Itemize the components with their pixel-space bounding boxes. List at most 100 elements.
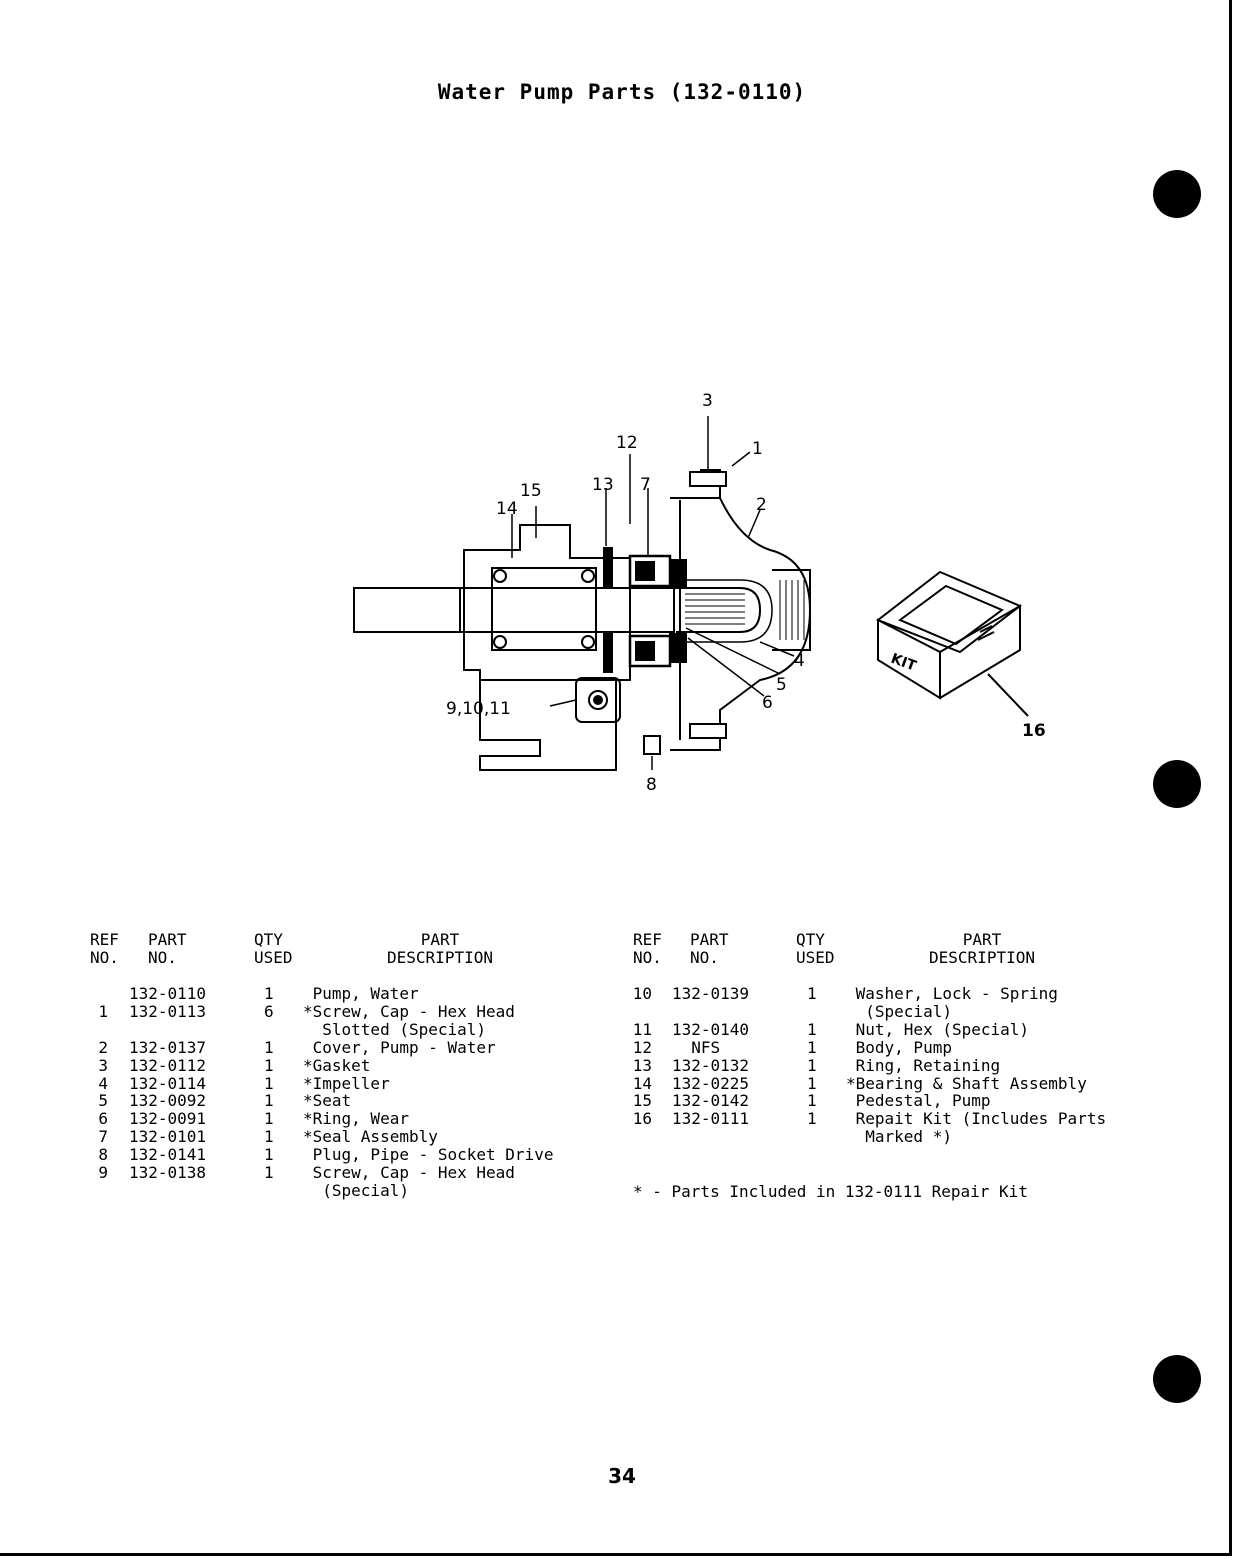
pump-exploded-diagram: KIT 3 1 2 4 5 6 7 8 9,10,11 12 13 14 15 … — [353, 391, 1046, 795]
qty-used: 1 — [264, 984, 274, 1003]
part-no: 132-0114 — [129, 1073, 207, 1093]
part-no: NFS — [672, 1037, 721, 1057]
ref-no: 2 — [98, 1037, 108, 1057]
ref-no: 14 — [632, 1073, 652, 1093]
qty-used: 1 — [807, 1109, 817, 1129]
part-description: *Screw, Cap - Hex Head — [303, 1001, 515, 1021]
callout-6: 6 — [762, 693, 773, 713]
part-no: 132-0101 — [129, 1127, 207, 1147]
callout-9-10-11: 9,10,11 — [446, 699, 511, 719]
qty-used: 1 — [264, 1055, 274, 1075]
callout-14: 14 — [496, 499, 518, 519]
callout-7: 7 — [640, 475, 651, 495]
ref-no: 9 — [98, 1163, 108, 1182]
pipe-plug — [643, 735, 661, 755]
part-no: 132-0113 — [129, 1001, 207, 1021]
qty-used: 1 — [264, 1145, 274, 1165]
qty-used: 1 — [264, 1109, 274, 1129]
part-description: (Special) — [846, 1001, 952, 1021]
part-no: 132-0112 — [129, 1055, 207, 1075]
qty-used: 1 — [264, 1127, 274, 1147]
ref-no: 7 — [98, 1127, 108, 1147]
qty-used: 1 — [807, 984, 817, 1003]
pedestal — [463, 524, 631, 681]
ref-no: 4 — [98, 1073, 108, 1093]
ref-no: 6 — [98, 1109, 108, 1129]
ref-no: 5 — [98, 1091, 108, 1111]
part-description: Nut, Hex (Special) — [846, 1019, 1030, 1039]
part-description: Marked *) — [846, 1127, 952, 1147]
part-no: 132-0142 — [672, 1091, 750, 1111]
ref-no: 3 — [98, 1055, 108, 1075]
kit-label: KIT — [889, 651, 919, 675]
part-description: Slotted (Special) — [303, 1019, 487, 1039]
qty-used: 1 — [807, 1091, 817, 1111]
callout-2: 2 — [756, 495, 767, 515]
callout-12: 12 — [616, 433, 638, 453]
part-description: (Special) — [303, 1180, 409, 1200]
part-no: 132-0139 — [672, 984, 750, 1003]
ref-no: 10 — [632, 984, 652, 1003]
binder-hole-top — [1153, 170, 1201, 218]
part-no: 132-0092 — [129, 1091, 207, 1111]
repair-kit-footnote: * - Parts Included in 132-0111 Repair Ki… — [633, 1182, 1028, 1201]
shaft — [353, 587, 675, 633]
ref-no: 12 — [632, 1037, 652, 1057]
part-no: 132-0132 — [672, 1055, 750, 1075]
part-description: Cover, Pump - Water — [303, 1037, 496, 1057]
callout-16: 16 — [1022, 721, 1046, 741]
ref-no: 8 — [98, 1145, 108, 1165]
qty-used: 1 — [264, 1073, 274, 1093]
impeller — [676, 587, 762, 633]
part-description: Screw, Cap - Hex Head — [303, 1163, 515, 1182]
ref-no: 15 — [632, 1091, 652, 1111]
part-description: *Seat — [303, 1091, 352, 1111]
qty-used: 6 — [264, 1001, 274, 1021]
qty-used: 1 — [807, 1073, 817, 1093]
binder-hole-middle — [1153, 760, 1201, 808]
callout-8: 8 — [646, 775, 657, 795]
qty-used: 1 — [807, 1055, 817, 1075]
part-description: Plug, Pipe - Socket Drive — [303, 1145, 554, 1165]
callout-5: 5 — [776, 675, 787, 695]
page-title: Water Pump Parts (132-0110) — [437, 80, 807, 104]
repair-kit-box — [875, 570, 1029, 717]
part-no: 132-0140 — [672, 1019, 750, 1039]
ref-no: 13 — [632, 1055, 652, 1075]
pump-cover — [670, 497, 812, 751]
part-description: Washer, Lock - Spring — [846, 984, 1058, 1003]
callout-4: 4 — [794, 651, 805, 671]
part-description: Body, Pump — [846, 1037, 952, 1057]
qty-used: 1 — [264, 1037, 274, 1057]
part-description: *Seal Assembly — [303, 1127, 438, 1147]
part-description: *Bearing & Shaft Assembly — [846, 1073, 1087, 1093]
part-description: Pump, Water — [303, 984, 419, 1003]
part-no: 132-0141 — [129, 1145, 207, 1165]
part-description: *Impeller — [303, 1073, 390, 1093]
callout-1: 1 — [752, 439, 763, 459]
qty-used: 1 — [807, 1019, 817, 1039]
part-description: Ring, Retaining — [846, 1055, 1001, 1075]
callout-15: 15 — [520, 481, 542, 501]
part-no: 132-0091 — [129, 1109, 207, 1129]
ref-no: 1 — [98, 1001, 108, 1021]
part-no: 132-0111 — [672, 1109, 750, 1129]
part-description: *Gasket — [303, 1055, 371, 1075]
callout-13: 13 — [592, 475, 614, 495]
part-no: 132-0225 — [672, 1073, 750, 1093]
part-no: 132-0137 — [129, 1037, 207, 1057]
part-description: *Ring, Wear — [303, 1109, 409, 1129]
qty-used: 1 — [264, 1091, 274, 1111]
binder-hole-bottom — [1153, 1355, 1201, 1403]
part-description: Repait Kit (Includes Parts — [846, 1109, 1107, 1129]
ref-no: 16 — [632, 1109, 652, 1129]
page-number: 34 — [608, 1464, 636, 1488]
